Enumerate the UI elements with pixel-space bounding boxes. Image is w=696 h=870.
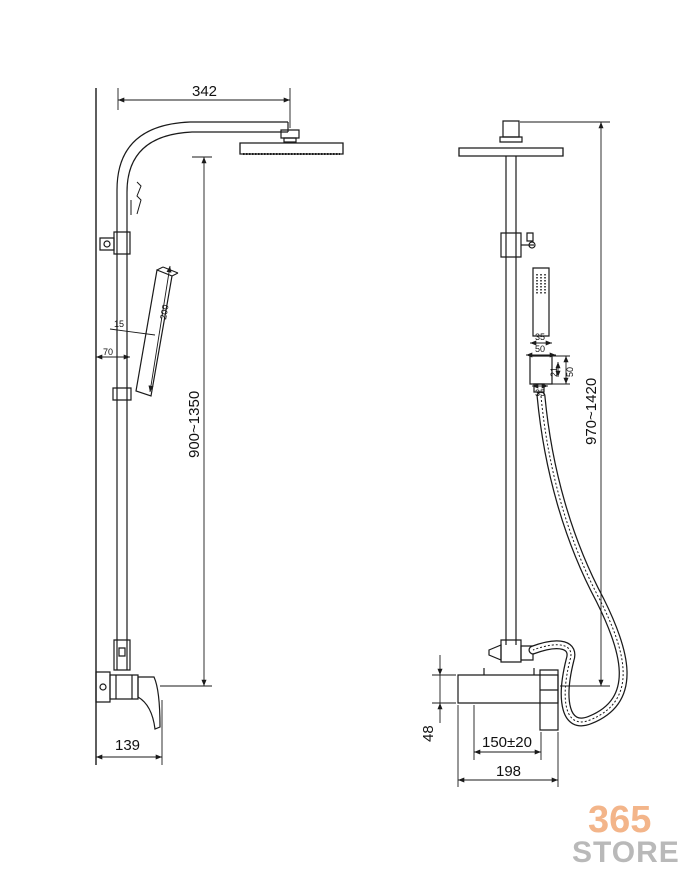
side-mixer-lever: [138, 677, 160, 729]
head-connector: [281, 130, 299, 138]
dim-bracket-35-top: 35: [535, 332, 545, 342]
dim-hand-200: 200: [158, 304, 170, 321]
dim-hand-70: 70: [103, 347, 113, 357]
dim-bracket-50-side: 50: [565, 367, 575, 377]
dim-bracket-35-bottom: 35: [535, 388, 545, 398]
front-rain-head: [459, 148, 563, 156]
store-logo: 365 STORE: [572, 799, 680, 869]
dim-139: 139: [115, 737, 140, 754]
dim-150-20: 150±20: [482, 734, 532, 751]
dim-bracket-21: 21: [549, 367, 559, 377]
rain-shower-head: [240, 143, 343, 154]
dim-bracket-50-top: 50: [535, 344, 545, 354]
side-mixer-body: [110, 675, 138, 699]
logo-number: 365: [588, 799, 651, 841]
dim-900-1350: 900~1350: [186, 391, 203, 458]
side-mixer-flange: [96, 672, 110, 702]
front-hand-shower: [533, 268, 549, 336]
lower-bracket: [113, 388, 131, 400]
dim-198: 198: [496, 763, 521, 780]
dim-970-1420: 970~1420: [583, 378, 600, 445]
front-upper-clamp: [501, 233, 521, 257]
side-view: [96, 88, 343, 765]
side-dimensions: [96, 88, 290, 760]
front-dimensions: [432, 122, 610, 787]
front-mixer-lever: [540, 670, 558, 730]
dim-342: 342: [192, 83, 217, 100]
dim-hand-15: 15: [114, 319, 124, 329]
shower-arm: [117, 122, 288, 232]
dim-48: 48: [420, 725, 437, 742]
front-mixer-body: [458, 675, 558, 703]
logo-word: STORE: [572, 836, 680, 869]
